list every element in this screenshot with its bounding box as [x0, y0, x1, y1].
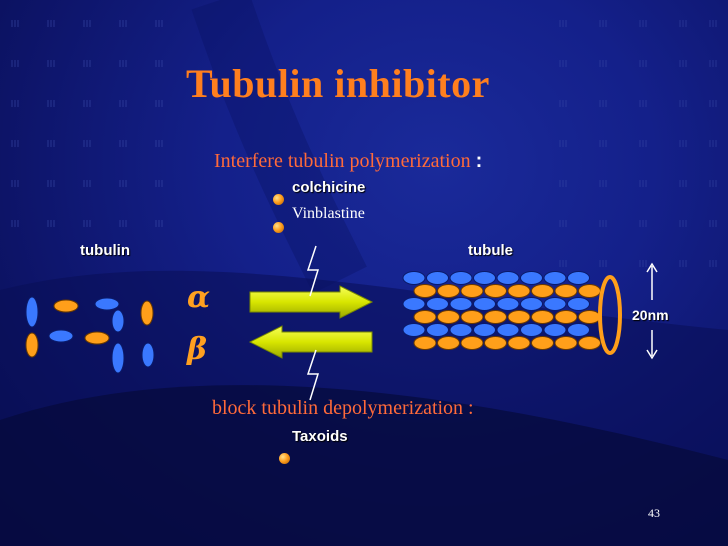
tubule-subunit-blue: [426, 297, 449, 311]
polymerization-arrow: [249, 285, 374, 319]
label-diameter: 20nm: [632, 307, 669, 323]
tubule-subunit-blue: [543, 297, 567, 311]
polymerization-heading-text: Interfere tubulin polymerization: [214, 150, 471, 172]
microtubule: [402, 271, 622, 355]
inhibition-bolt-lower: [306, 349, 320, 401]
tubule-subunit-blue: [449, 323, 473, 337]
tubule-subunit-blue: [402, 271, 426, 285]
tubule-subunit-orange: [437, 336, 460, 350]
tubule-subunit-blue: [543, 323, 567, 337]
tubule-subunit-blue: [496, 323, 520, 337]
subunit-orange: [84, 331, 110, 345]
tubule-subunit-blue: [520, 297, 543, 311]
tubule-subunit-blue: [567, 297, 590, 311]
tubule-subunit-orange: [578, 336, 601, 350]
depolymerization-heading: block tubulin depolymerization :: [212, 397, 474, 419]
subunit-orange: [140, 300, 154, 326]
subunit-blue: [111, 309, 125, 333]
subunit-blue: [25, 296, 39, 328]
subunit-orange: [53, 299, 79, 313]
tubule-subunit-orange: [413, 284, 437, 298]
tubule-subunit-blue: [520, 271, 543, 285]
drug-vinblastine: Vinblastine: [292, 205, 365, 222]
tubule-subunit-blue: [567, 323, 590, 337]
subunit-blue: [48, 329, 74, 343]
drug-taxoids: Taxoids: [292, 428, 348, 445]
tubule-subunit-blue: [426, 323, 449, 337]
free-tubulin-subunits: [25, 296, 155, 374]
tubule-subunit-orange: [413, 336, 437, 350]
subunit-orange: [25, 332, 39, 358]
tubule-subunit-blue: [473, 271, 496, 285]
tubule-subunit-orange: [484, 310, 507, 324]
tubule-subunit-blue: [449, 271, 473, 285]
subunit-blue: [141, 342, 155, 368]
subunit-blue: [94, 297, 120, 311]
polymerization-heading: Interfere tubulin polymerization :: [214, 150, 482, 173]
tubule-subunit-orange: [578, 310, 601, 324]
tubule-subunit-orange: [507, 336, 531, 350]
tubule-subunit-orange: [507, 284, 531, 298]
tubule-subunit-blue: [473, 297, 496, 311]
tubule-subunit-orange: [460, 284, 484, 298]
tubule-subunit-orange: [507, 310, 531, 324]
label-tubule: tubule: [468, 242, 513, 259]
page-number: 43: [648, 506, 660, 520]
tubule-subunit-orange: [578, 284, 601, 298]
tubule-subunit-orange: [460, 310, 484, 324]
tubule-subunit-blue: [402, 323, 426, 337]
tubule-subunit-orange: [554, 336, 578, 350]
inhibition-bolt-upper: [306, 245, 320, 297]
tubule-subunit-blue: [402, 297, 426, 311]
tubule-subunit-orange: [531, 336, 554, 350]
tubule-subunit-orange: [531, 310, 554, 324]
tubule-subunit-orange: [484, 284, 507, 298]
tubule-subunit-blue: [449, 297, 473, 311]
microtubule-end-cap: [598, 275, 622, 355]
alpha-symbol: α: [187, 280, 211, 315]
subunit-blue: [111, 342, 125, 374]
tubule-subunit-orange: [531, 284, 554, 298]
tubule-subunit-blue: [543, 271, 567, 285]
slide-title: Tubulin inhibitor: [186, 61, 490, 106]
tubule-subunit-blue: [520, 323, 543, 337]
bullet-icon: [273, 222, 284, 233]
bullet-icon: [273, 194, 284, 205]
bullet-icon: [279, 453, 290, 464]
tubule-subunit-orange: [484, 336, 507, 350]
tubule-subunit-blue: [426, 271, 449, 285]
depolymerization-arrow: [248, 325, 373, 359]
beta-symbol: β: [187, 332, 207, 367]
tubule-subunit-orange: [437, 284, 460, 298]
tubule-subunit-orange: [554, 284, 578, 298]
tubule-subunit-orange: [460, 336, 484, 350]
polymerization-heading-colon: :: [475, 150, 483, 172]
tubule-subunit-blue: [473, 323, 496, 337]
tubule-subunit-blue: [567, 271, 590, 285]
tubule-subunit-orange: [437, 310, 460, 324]
tubule-subunit-orange: [554, 310, 578, 324]
tubule-subunit-blue: [496, 297, 520, 311]
tubule-subunit-blue: [496, 271, 520, 285]
diameter-indicator: [646, 262, 658, 360]
drug-colchicine: colchicine: [292, 179, 366, 196]
label-tubulin: tubulin: [80, 242, 130, 259]
tubule-subunit-orange: [413, 310, 437, 324]
